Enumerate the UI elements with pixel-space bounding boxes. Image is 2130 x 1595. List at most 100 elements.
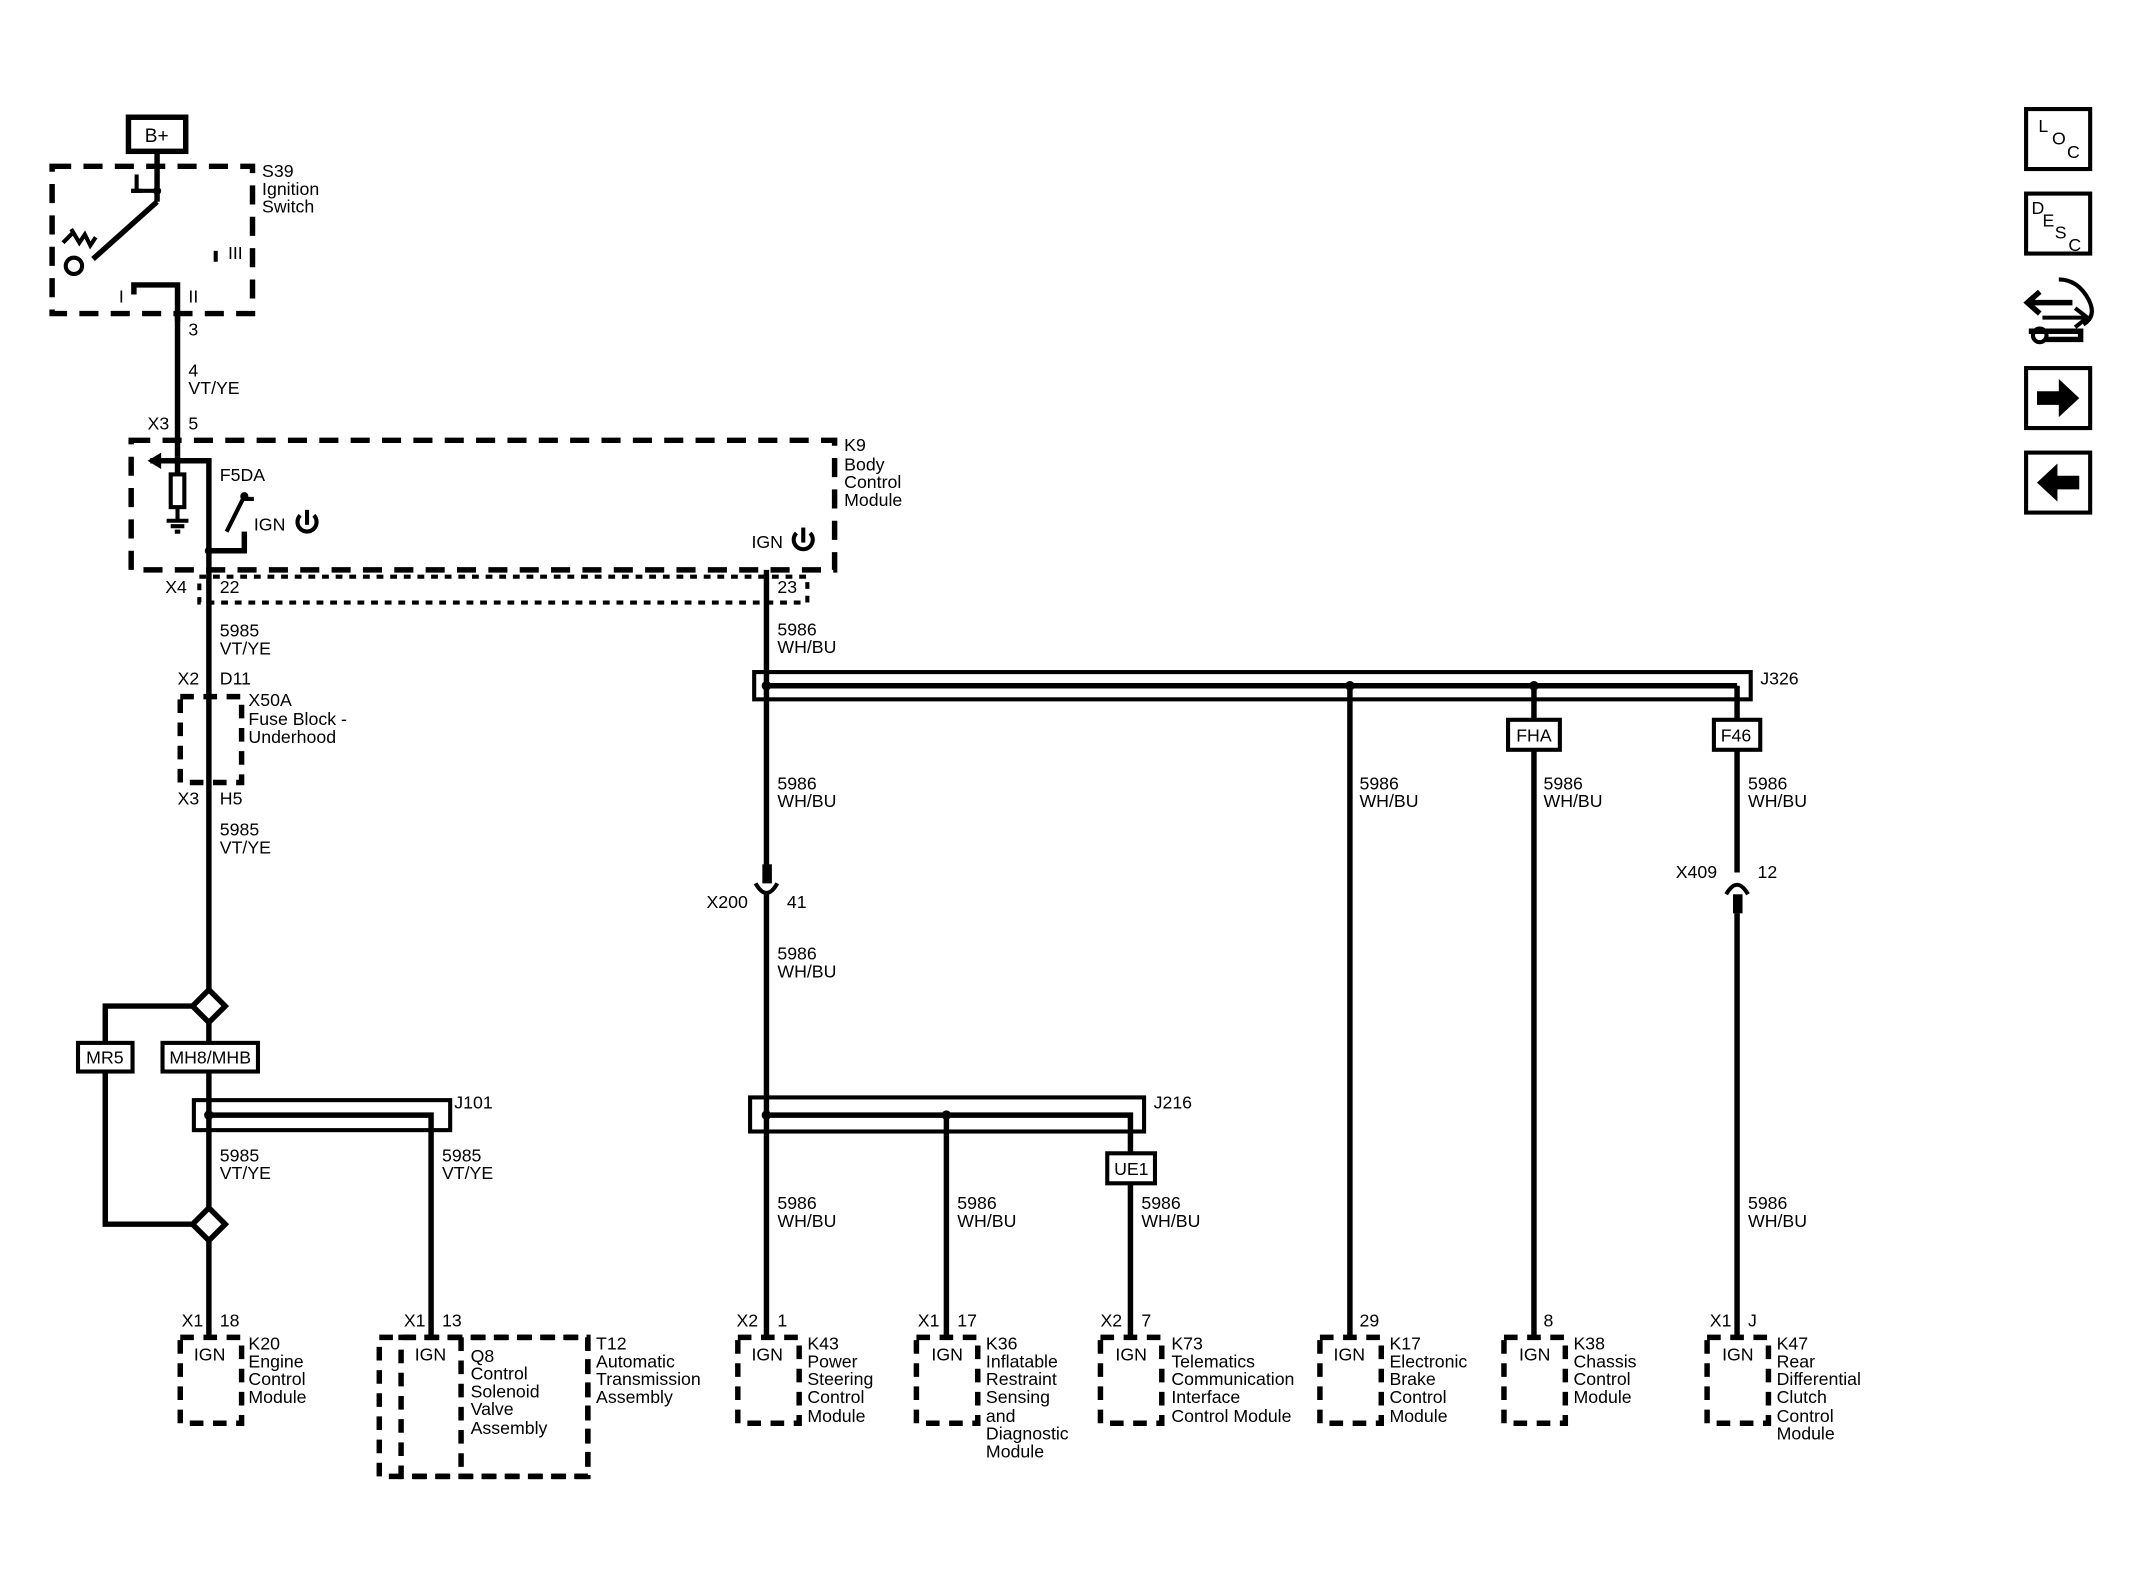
switch-pos-iii: III <box>228 243 243 263</box>
q8-conn: X1 <box>404 1310 426 1330</box>
k36-line-3: Restraint <box>986 1369 1057 1389</box>
splice-j216: J216 <box>748 1092 1193 1154</box>
option-diamond-top <box>188 985 230 1027</box>
splice-j326: J326 <box>752 668 1799 702</box>
k36-pin: 17 <box>957 1310 977 1330</box>
wire-5986-h-circuit: 5986 <box>957 1193 997 1213</box>
k17-line-1: K17 <box>1389 1334 1421 1354</box>
fuse-block-pin-bot: H5 <box>220 788 243 808</box>
wire-5985-b-color: VT/YE <box>220 837 271 857</box>
wire-5985-d-circuit: 5985 <box>442 1145 482 1165</box>
loc-letter-o: O <box>2052 129 2066 149</box>
option-fha-label: FHA <box>1516 726 1552 746</box>
inline-connector-x409: X409 12 <box>1676 862 1778 914</box>
k47-line-1: K47 <box>1777 1334 1809 1354</box>
s39-name-2: Switch <box>262 197 314 217</box>
option-f46: F46 <box>1711 717 1763 752</box>
wire-5986-h-color: WH/BU <box>957 1211 1016 1231</box>
option-diamond-bottom <box>188 1203 230 1245</box>
t12-line-2: Automatic <box>596 1351 675 1371</box>
k73-ign: IGN <box>1115 1345 1147 1365</box>
k9-ref: K9 <box>844 435 866 455</box>
k38-line-4: Module <box>1573 1387 1631 1407</box>
wire-5986-color: WH/BU <box>777 637 836 657</box>
x409-pin: 12 <box>1758 862 1778 882</box>
module-k73: X2 7 IGN K73 Telematics Communication In… <box>1097 1310 1294 1426</box>
desc-button[interactable]: D E S C <box>2024 191 2093 256</box>
wire-5986-j-color: WH/BU <box>1748 1211 1807 1231</box>
t12-line-4: Assembly <box>596 1387 673 1407</box>
k38-line-1: K38 <box>1573 1334 1605 1354</box>
k36-conn: X1 <box>918 1310 940 1330</box>
k36-ign: IGN <box>931 1345 963 1365</box>
k73-line-3: Communication <box>1171 1369 1294 1389</box>
power-icon <box>791 527 815 552</box>
k47-line-5: Control <box>1777 1406 1834 1426</box>
loc-button[interactable]: L O C <box>2024 107 2093 172</box>
wire-5985-circuit: 5985 <box>220 621 260 641</box>
k73-line-2: Telematics <box>1171 1351 1255 1371</box>
forward-button[interactable] <box>2024 366 2093 431</box>
wire-5986-j-circuit: 5986 <box>1748 1193 1788 1213</box>
k9-name-1: Body <box>844 454 885 474</box>
option-mh8-mhb: MH8/MHB <box>160 1040 261 1074</box>
option-f46-label: F46 <box>1721 726 1752 746</box>
k17-line-2: Electronic <box>1389 1351 1467 1371</box>
wire-5986-g-color: WH/BU <box>777 1211 836 1231</box>
q8-line-4: Valve <box>471 1399 514 1419</box>
j216-label: J216 <box>1154 1092 1193 1112</box>
j326-label: J326 <box>1760 668 1799 688</box>
fuse-block-underhood: X2 D11 X50A Fuse Block - Underhood X3 H5 <box>178 668 347 808</box>
k43-conn: X2 <box>736 1310 758 1330</box>
loc-letter-l: L <box>2038 116 2048 136</box>
module-k17: 29 IGN K17 Electronic Brake Control Modu… <box>1317 1310 1467 1426</box>
k9-name-2: Control <box>844 472 901 492</box>
inline-connector-x200: X200 41 <box>706 864 807 912</box>
module-k38: 8 IGN K38 Chassis Control Module <box>1501 1310 1637 1426</box>
wire-5986-d-circuit: 5986 <box>1544 773 1584 793</box>
wire-5986-circuit: 5986 <box>777 619 817 639</box>
k36-line-2: Inflatable <box>986 1351 1058 1371</box>
k38-line-2: Chassis <box>1573 1351 1636 1371</box>
switch-pos-ii: II <box>188 287 198 307</box>
k17-line-3: Brake <box>1389 1369 1435 1389</box>
k20-line-1: K20 <box>248 1334 280 1354</box>
bcm-conn-in: X3 <box>148 413 170 433</box>
loc-letter-c: C <box>2067 142 2080 162</box>
q8-pin: 13 <box>442 1310 462 1330</box>
s39-ref: S39 <box>262 161 294 181</box>
bcm-ign-1: IGN <box>254 514 286 534</box>
fuse-block-pin-top: D11 <box>220 668 251 688</box>
wire-5986-d-color: WH/BU <box>1544 791 1603 811</box>
back-button[interactable] <box>2024 450 2093 515</box>
desc-letter-c: C <box>2068 235 2081 255</box>
k36-line-5: and <box>986 1406 1016 1426</box>
option-mh8-label: MH8/MHB <box>169 1047 251 1067</box>
body-control-module: X3 5 F5DA IGN IGN K9 Body Control Module… <box>128 413 902 605</box>
k9-name-3: Module <box>844 490 902 510</box>
module-t12-q8: X1 13 IGN Q8 Control Solenoid Valve Asse… <box>376 1310 701 1480</box>
k47-line-6: Module <box>1777 1424 1835 1444</box>
k73-line-4: Interface <box>1171 1387 1240 1407</box>
wire-5986-c-circuit: 5986 <box>1359 773 1399 793</box>
fuse-block-conn-top: X2 <box>178 668 200 688</box>
bcm-pin-23: 23 <box>777 577 797 597</box>
wire-5986-g-circuit: 5986 <box>777 1193 817 1213</box>
k17-pin: 29 <box>1359 1310 1379 1330</box>
connector-tool-icon <box>2023 277 2094 345</box>
k20-line-2: Engine <box>248 1351 303 1371</box>
wire-5986-e-circuit: 5986 <box>1748 773 1788 793</box>
s39-name-1: Ignition <box>262 179 319 199</box>
option-ue1-label: UE1 <box>1114 1159 1148 1179</box>
battery-label: B+ <box>145 126 169 147</box>
module-k43: X2 1 IGN K43 Power Steering Control Modu… <box>735 1310 873 1426</box>
k43-line-2: Power <box>807 1351 857 1371</box>
option-ue1: UE1 <box>1105 1151 1158 1186</box>
q8-line-3: Solenoid <box>471 1381 540 1401</box>
wire-5986-e-color: WH/BU <box>1748 791 1807 811</box>
connector-tool-button[interactable] <box>2023 277 2094 345</box>
x50a-ref: X50A <box>248 690 292 710</box>
x50a-name-1: Fuse Block - <box>248 709 347 729</box>
wire-5986-i-color: WH/BU <box>1141 1211 1200 1231</box>
